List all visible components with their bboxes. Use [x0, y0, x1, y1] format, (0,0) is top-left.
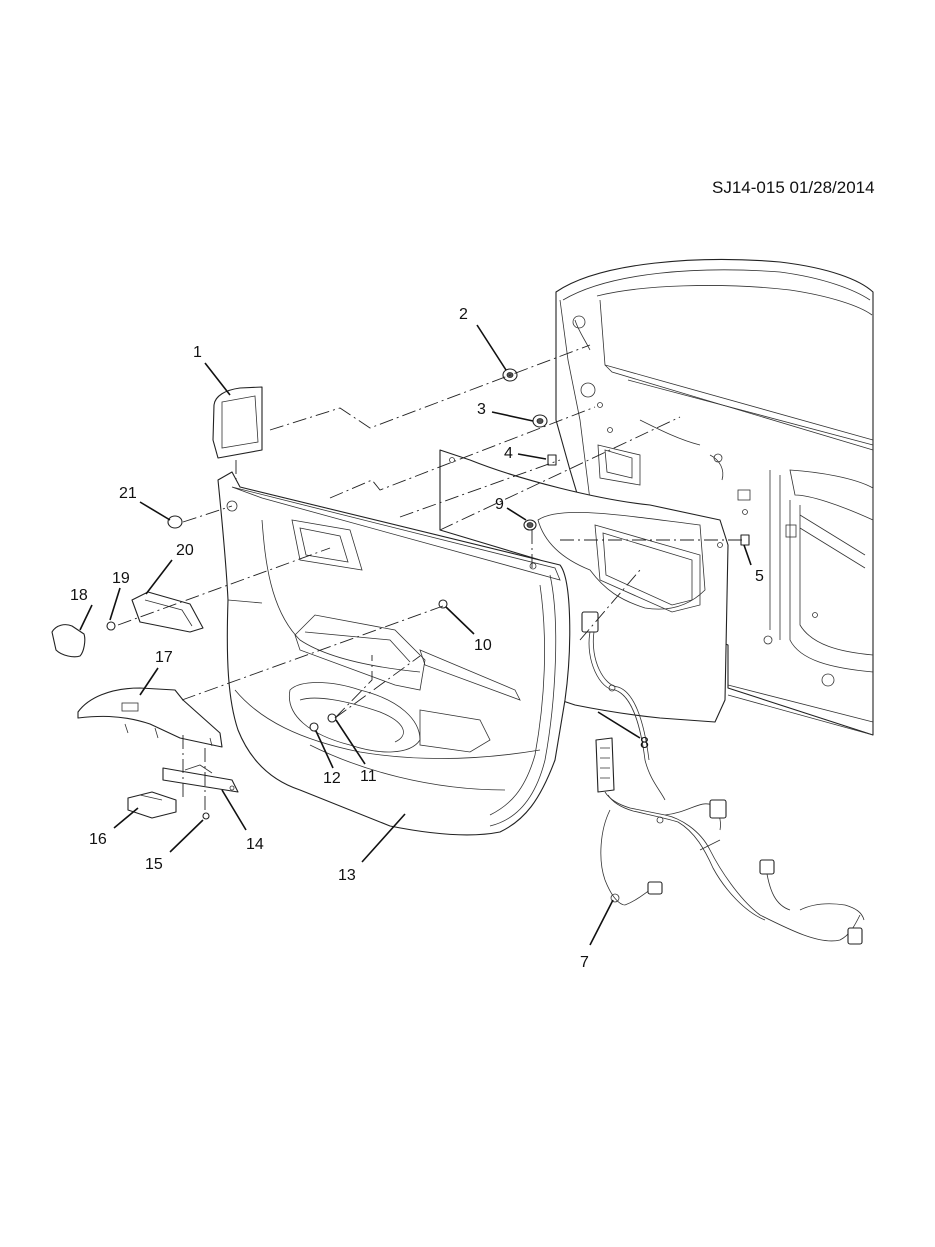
callout-10: 10: [474, 637, 492, 654]
callout-2: 2: [459, 306, 468, 323]
callout-3: 3: [477, 401, 486, 418]
part-10-screw: [438, 599, 448, 609]
part-18-bezel: [51, 624, 86, 658]
part-17-armrest: [77, 687, 223, 748]
diagram-reference-id: SJ14-015 01/28/2014: [712, 178, 875, 197]
callout-7: 7: [580, 954, 589, 971]
door-frame-illustration: [555, 258, 874, 736]
callout-21: 21: [119, 485, 137, 502]
part-21-plug: [167, 515, 183, 529]
callout-1: 1: [193, 344, 202, 361]
callout-16: 16: [89, 831, 107, 848]
part-5-clip: [740, 534, 750, 546]
callout-20: 20: [176, 542, 194, 559]
assembly-lines: [117, 344, 745, 812]
callout-5: 5: [755, 568, 764, 585]
wiring-harness-illustration: [581, 611, 865, 945]
callout-19: 19: [112, 570, 130, 587]
callout-labels: 1 2 3 4 5 7 8 9 10 11 12 13 14 15 16 17 …: [70, 306, 764, 971]
part-15-screw: [202, 812, 210, 820]
callout-8: 8: [640, 735, 649, 752]
part-9-plug: [523, 519, 537, 531]
leader-lines: [79, 324, 752, 946]
part-3-fastener: [532, 414, 548, 428]
callout-13: 13: [338, 867, 356, 884]
callout-15: 15: [145, 856, 163, 873]
part-14-bracket: [162, 764, 239, 793]
callout-18: 18: [70, 587, 88, 604]
callout-14: 14: [246, 836, 264, 853]
callout-12: 12: [323, 770, 341, 787]
callout-11: 11: [360, 768, 377, 785]
part-12-screw: [309, 722, 319, 732]
callout-4: 4: [504, 445, 513, 462]
part-1-cover: [212, 386, 263, 459]
part-4-clip: [547, 454, 557, 466]
part-16-switch: [127, 791, 177, 819]
callout-9: 9: [495, 496, 504, 513]
part-19-screw: [106, 621, 116, 631]
callout-17: 17: [155, 649, 173, 666]
part-11-screw: [327, 713, 337, 723]
